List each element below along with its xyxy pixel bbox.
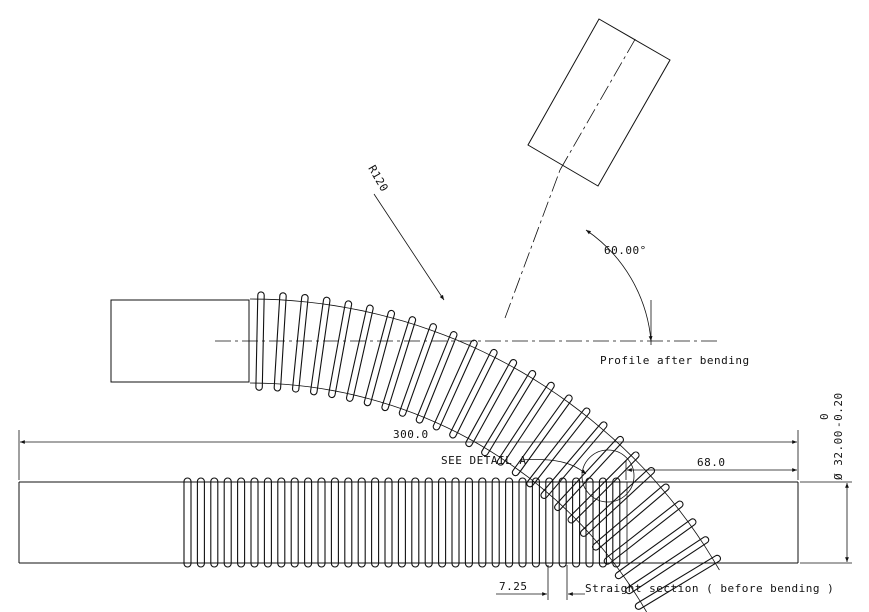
straight-rib xyxy=(491,477,500,568)
pitch-label: 7.25 xyxy=(499,580,528,593)
bent-rib xyxy=(255,291,265,391)
straight-rib xyxy=(451,477,460,568)
bent-rib xyxy=(603,500,684,565)
detail-leader xyxy=(519,459,587,475)
straight-rib xyxy=(505,477,514,568)
bent-rib xyxy=(398,323,437,417)
bent-rib xyxy=(540,421,608,499)
straight-rib xyxy=(424,477,433,568)
straight-rib xyxy=(330,477,339,568)
straight-rib xyxy=(384,477,393,568)
bent-rib xyxy=(579,467,656,537)
tolerance-upper: 0 xyxy=(818,413,831,420)
bent-rib xyxy=(310,296,331,396)
straight-rib xyxy=(290,477,299,568)
radius-label: R120 xyxy=(365,163,391,194)
diameter-label: Ø 32.00 xyxy=(832,430,845,480)
bent-rib xyxy=(291,294,309,393)
straight-rib xyxy=(317,477,326,568)
bent-rib xyxy=(273,292,287,392)
straight-rib xyxy=(438,477,447,568)
bent-rib xyxy=(526,407,591,488)
straight-caption: Straight section ( before bending ) xyxy=(585,582,834,595)
detail-callout-label: SEE DETAIL A xyxy=(441,454,526,467)
bent-rib xyxy=(449,348,498,439)
straight-rib xyxy=(250,477,259,568)
overall-length-label: 300.0 xyxy=(393,428,429,441)
bent-rib xyxy=(634,554,721,610)
straight-rib xyxy=(344,477,353,568)
bent-rib xyxy=(346,304,374,402)
straight-rib xyxy=(531,477,540,568)
straight-rib xyxy=(464,477,473,568)
bent-upper-cuff xyxy=(527,18,671,187)
upper-centerline xyxy=(559,35,638,171)
bent-rib xyxy=(625,536,710,595)
straight-rib xyxy=(277,477,286,568)
bend-axis-line xyxy=(504,169,561,319)
bent-rib xyxy=(481,370,537,457)
bent-inner-edge xyxy=(249,382,647,612)
straight-rib xyxy=(572,477,581,568)
straight-rib xyxy=(357,477,366,568)
bent-profile-view: R120 60.00° Profile after bending xyxy=(110,18,750,612)
straight-rib xyxy=(237,477,246,568)
straight-rib xyxy=(411,477,420,568)
bent-rib xyxy=(614,518,697,580)
bent-rib xyxy=(432,339,478,431)
bent-rib xyxy=(511,394,573,477)
bent-rib xyxy=(363,309,395,407)
bent-rib xyxy=(381,316,417,412)
bent-rib xyxy=(415,331,458,424)
tolerance-lower: -0.20 xyxy=(832,392,845,428)
straight-rib xyxy=(585,477,594,568)
angle-arc xyxy=(585,229,653,342)
profile-caption: Profile after bending xyxy=(600,354,750,367)
straight-section-view: 300.0 SEE DETAIL A 68.0 7.25 Straight se… xyxy=(18,392,852,600)
straight-rib xyxy=(558,477,567,568)
straight-rib xyxy=(612,477,621,568)
bent-rib xyxy=(465,359,518,448)
straight-rib xyxy=(478,477,487,568)
straight-corrugations xyxy=(183,477,628,568)
straight-rib xyxy=(223,477,232,568)
straight-rib xyxy=(371,477,380,568)
straight-rib xyxy=(183,477,192,568)
right-length-label: 68.0 xyxy=(697,456,726,469)
straight-rib xyxy=(196,477,205,568)
straight-rib xyxy=(598,477,607,568)
bent-rib xyxy=(567,451,640,524)
straight-rib xyxy=(263,477,272,568)
straight-rib xyxy=(304,477,313,568)
straight-rib xyxy=(518,477,527,568)
bent-outer-edge xyxy=(249,298,720,571)
straight-rib xyxy=(210,477,219,568)
radius-leader xyxy=(373,193,445,301)
straight-rib xyxy=(545,477,554,568)
straight-rib xyxy=(397,477,406,568)
bent-rib xyxy=(328,300,353,399)
angle-label: 60.00° xyxy=(604,244,647,257)
bent-rib xyxy=(496,381,555,466)
detail-a-circle xyxy=(581,449,635,503)
